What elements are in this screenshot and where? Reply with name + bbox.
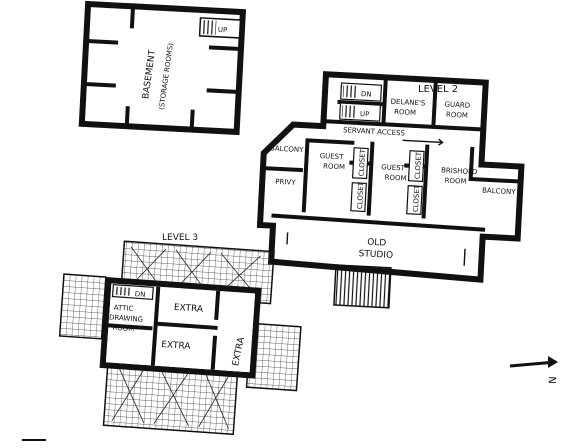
level2-studio-2: STUDIO [358,249,393,261]
compass: N [509,356,559,384]
level2-title: LEVEL 2 [418,84,458,95]
level3-attic-2: DRAWING [109,313,144,323]
level3-attic-1: ATTIC [113,304,133,313]
svg-text:CLOSET: CLOSET [414,151,423,179]
level3-extra-top: EXTRA [174,303,205,315]
level2-closet-d [406,185,423,216]
level2-bedroom-1: BRISHOLD [441,166,478,176]
level2-outer-wall [256,71,525,283]
level2-bedroom-2: ROOM [444,177,466,186]
svg-text:CLOSET: CLOSET [356,181,365,209]
level2-guard-room-1: GUARD [444,100,470,109]
level2-stairs-up-label: UP [360,110,370,118]
svg-text:CLOSET: CLOSET [412,184,421,212]
basement-plan: UP BASEMENT (STORAGE ROOMS) [78,0,247,136]
svg-text:CLOSET: CLOSET [358,148,367,176]
level3-attic-3: ROOM [112,324,134,334]
level2-servant-access: SERVANT ACCESS [343,126,406,137]
level3-title: LEVEL 3 [162,233,198,243]
level2-closet-a [351,147,369,180]
basement-outer-wall [78,0,247,136]
basement-title: BASEMENT [141,49,158,100]
level2-guest-room-2a: GUEST [381,163,406,172]
level2-closet-c [407,150,425,183]
level2-balcony-left: BALCONY [270,144,304,154]
level2-guard-room-2: ROOM [446,111,468,120]
level2-delanes-room-2: ROOM [394,108,416,117]
level2-plan: DN UP DELANE'S ROOM GUARD ROOM SERVANT A… [256,71,525,309]
level2-guest-room-1a: GUEST [319,152,344,161]
level2-studio-1: OLD [367,238,387,249]
level3-outer-wall [99,277,262,379]
level2-guest-room-2b: ROOM [384,173,406,182]
level2-stairs-down-label: DN [361,90,372,99]
level3-stairs-label: DN [134,290,145,299]
level2-balcony-right: BALCONY [482,187,516,197]
level3-roof-left [58,273,107,340]
compass-north-label: N [548,376,559,384]
level2-entry-steps [333,264,392,309]
level2-closet-b [350,182,367,213]
level2-privy: PRIVY [275,178,296,187]
level2-guest-room-1b: ROOM [323,162,345,171]
level3-extra-bottom: EXTRA [161,340,192,352]
level2-delanes-room-1: DELANE'S [390,98,426,108]
level3-plan: DN ATTIC DRAWING ROOM EXTRA EXTRA EXTRA [58,240,302,436]
basement-stairs-label: UP [218,26,228,34]
basement-subtitle: (STORAGE ROOMS) [158,42,175,110]
